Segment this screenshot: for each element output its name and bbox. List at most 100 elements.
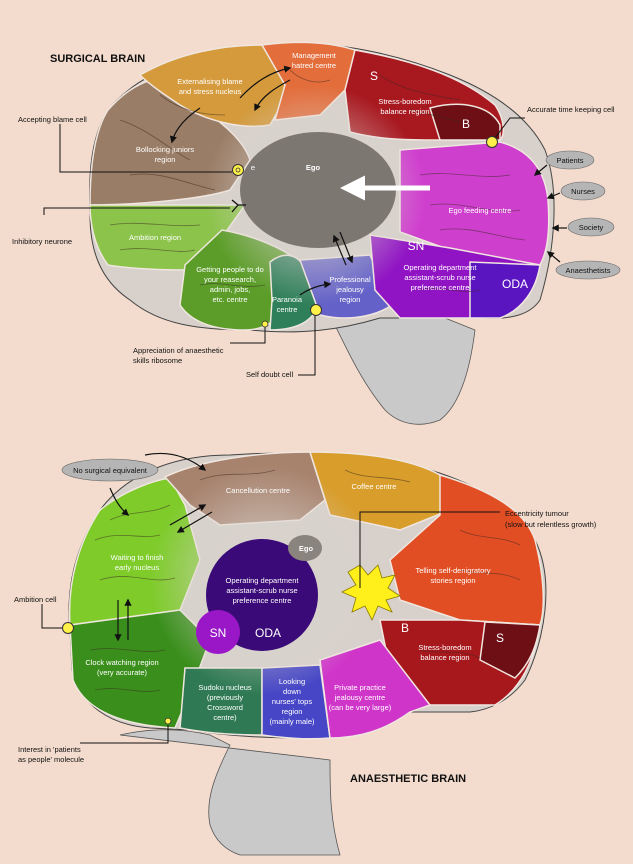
label-s2: S [496,631,504,645]
label-opdept-3: preference centre [411,283,470,292]
callout-interest-1: Interest in 'patients [18,745,81,754]
label-sudoku-1: Sudoku nucleus [198,683,252,692]
label-looking-1: Looking [279,677,305,686]
label-professional-1: Professional [329,275,371,284]
label-looking-2: down [283,687,301,696]
accurate-time-cell [486,136,498,148]
pill-society-label: Society [579,223,604,232]
arrow-waiting-to-cancel [169,504,207,526]
appreciation-ribosome [261,320,269,328]
anaesthetic-sn-region [196,610,240,654]
label-s: S [370,69,378,83]
label-cancellation: Cancellution centre [226,486,290,495]
pill-society [567,217,615,237]
label-looking-5: (mainly male) [269,717,315,726]
label-paranoia-1: Paranoia [272,295,303,304]
arrow-cancel-to-waiting [176,511,213,533]
accepting-blame-cell [232,164,244,176]
label-ego-feeding: Ego feeding centre [449,206,512,215]
label-externalising-2: and stress nucleus [179,87,242,96]
lead-ambition-cell [41,604,63,629]
label-opdept-2: assistant-scrub nurse [404,273,475,282]
surgical-ego-region [240,132,396,248]
pill-patients [545,150,595,170]
anaesthetic-ego-region [288,535,322,561]
label-professional-2: jealousy [335,285,364,294]
callout-eccentricity-2: (slow but relentless growth) [505,520,597,529]
label-bollocking-1: Bollocking juniors [136,145,195,154]
label-getting-3: admin, jobs, [210,285,250,294]
arrow-nurses [546,192,561,200]
label-getting-4: etc. centre [212,295,247,304]
callout-ambition-cell: Ambition cell [14,595,57,604]
callout-appreciation-2: skills ribosome [133,356,182,365]
label-selfden-1: Telling self-denigratory [415,566,490,575]
label-management-1: Management [292,51,337,60]
label-stress2-2: balance region [420,653,469,662]
pill-nurses-label: Nurses [571,187,595,196]
label-paranoia-2: centre [277,305,298,314]
label-getting-2: your reasearch, [204,275,256,284]
label-coffee: Coffee centre [352,482,397,491]
label-opdept2-1: Operating department [226,576,300,585]
lead-interest [80,725,169,744]
label-b: B [462,117,470,131]
label-oda2: ODA [255,626,281,640]
callout-self-doubt: Self doubt cell [246,370,293,379]
arrow-nosurg-2 [109,487,130,516]
arrow-ext-to-mgmt [239,65,292,99]
label-private-1: Private practice [334,683,386,692]
lead-appreciation [230,327,266,344]
label-clock-2: (very accurate) [97,668,148,677]
arrow-para-to-prof [299,280,332,296]
label-looking-4: region [282,707,303,716]
surgical-region-ambition [89,204,247,271]
label-sudoku-2: (previously [207,693,244,702]
pill-no-surgical [61,458,159,482]
label-stress-1: Stress-boredom [378,97,431,106]
label-ambition: Ambition region [129,233,181,242]
input-pills: Patients Nurses Society Anaesthetists [533,150,621,280]
label-private-2: jealousy centre [334,693,385,702]
label-waiting-1: Waiting to finish [111,553,164,562]
anaesthetic-title: ANAESTHETIC BRAIN [350,773,466,785]
lead-eccentricity [359,511,500,588]
inhibitory-neurone [231,199,246,213]
pill-anaesthetists-label: Anaesthetists [565,266,610,275]
label-stress-2: balance region [380,107,429,116]
callout-appreciation-1: Appreciation of anaesthetic [133,346,224,355]
surgical-brain: SURGICAL BRAIN Management hatred centre … [12,41,621,425]
label-ego2: Ego [299,544,314,553]
anaesthetic-region-private [319,639,432,739]
label-sn2: SN [210,626,227,640]
arrow-ext-to-bollock [169,107,201,144]
surgical-region-b [429,103,501,141]
label-opdept-1: Operating department [404,263,478,272]
surgical-region-oda [469,261,541,319]
anaesthetic-region-s [479,621,541,679]
callout-inhibitory: Inhibitory neurone [12,237,72,246]
interest-molecule [164,717,172,725]
arrow-prof-to-ego [332,234,347,266]
anaesthetic-brain: Cancellution centre Coffee centre Waitin… [14,451,597,856]
label-stress2-1: Stress-boredom [418,643,471,652]
label-waiting-2: early nucleus [115,563,159,572]
ambition-cell [62,622,74,634]
callout-eccentricity-1: Eccentricity tumour [505,509,569,518]
label-sudoku-3: Crossword [207,703,243,712]
label-externalising-1: Externalising blame [177,77,242,86]
label-clock-1: Clock watching region [85,658,158,667]
accepting-blame-cell-core [235,167,241,173]
label-sudoku-4: centre) [213,713,237,722]
lead-self-doubt [298,314,316,376]
label-management-2: hatred centre [292,61,336,70]
label-sn: SN [408,239,425,253]
pill-patients-label: Patients [556,156,583,165]
surgical-folds [109,69,526,292]
label-selfden-2: stories region [430,576,475,585]
callout-accepting-blame: Accepting blame cell [18,115,87,124]
label-opdept2-3: preference centre [233,596,292,605]
callout-accurate-time: Accurate time keeping cell [527,105,615,114]
